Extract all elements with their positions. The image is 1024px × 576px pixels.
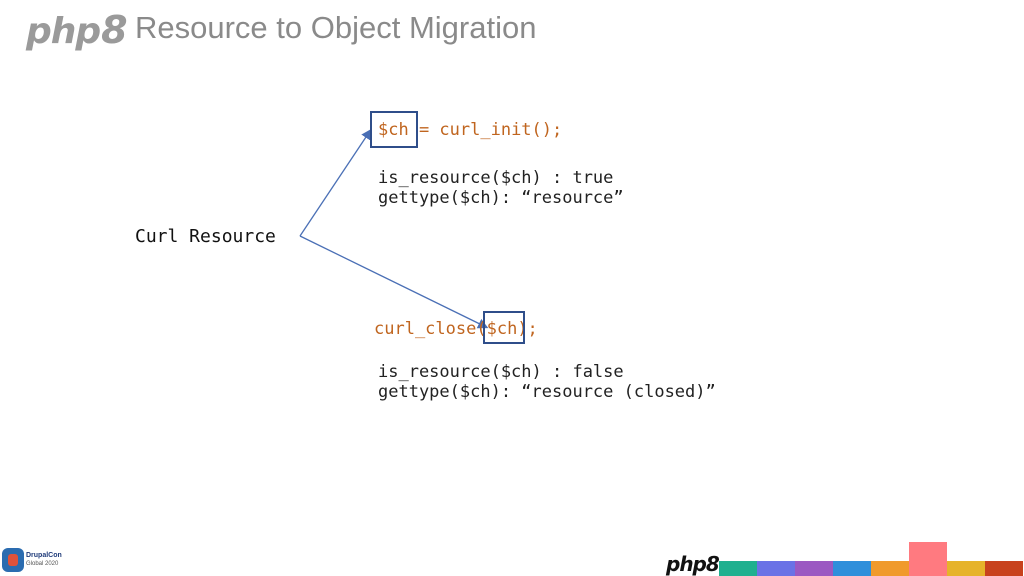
curl-init-line: $ch = curl_init();	[378, 120, 562, 140]
init-var: $ch	[378, 120, 409, 140]
init-is-resource-line: is_resource($ch) : true	[378, 168, 614, 188]
php-logo-text: php	[26, 11, 101, 52]
php8-logo: php8	[26, 8, 128, 52]
init-gettype-line: gettype($ch): “resource”	[378, 188, 624, 208]
php-logo-version: 8	[101, 8, 127, 52]
init-rest: = curl_init();	[408, 120, 563, 140]
footer-php-version: 8	[705, 552, 720, 576]
color-strip-segment	[871, 561, 909, 576]
init-var-highlight-box	[370, 111, 418, 148]
close-gettype-line: gettype($ch): “resource (closed)”	[378, 382, 716, 402]
curl-resource-label: Curl Resource	[135, 226, 276, 247]
close-prefix: curl_close(	[374, 319, 487, 339]
arrow-to-close	[299, 235, 489, 329]
footer-php-text: php	[666, 552, 707, 576]
color-strip-segment	[795, 561, 833, 576]
color-strip-segment	[985, 561, 1023, 576]
badge-line2: Global 2020	[26, 561, 59, 567]
color-strip-segment	[719, 561, 757, 576]
curl-close-line: curl_close($ch);	[374, 319, 538, 339]
drupalcon-logo-icon	[2, 548, 24, 572]
color-strip-segment	[909, 542, 947, 576]
slide-title: Resource to Object Migration	[135, 10, 537, 45]
badge-line1: DrupalCon	[26, 552, 62, 559]
close-is-resource-line: is_resource($ch) : false	[378, 362, 624, 382]
drupalcon-badge: DrupalCon Global 2020	[2, 548, 62, 574]
color-strip-segment	[833, 561, 871, 576]
close-suffix: );	[517, 319, 538, 339]
close-var: $ch	[486, 319, 518, 339]
footer-php8-logo: php8	[666, 552, 720, 576]
color-strip-segment	[947, 561, 985, 576]
color-strip-segment	[757, 561, 795, 576]
close-var-highlight-box	[483, 311, 525, 344]
arrow-to-init	[299, 128, 372, 237]
